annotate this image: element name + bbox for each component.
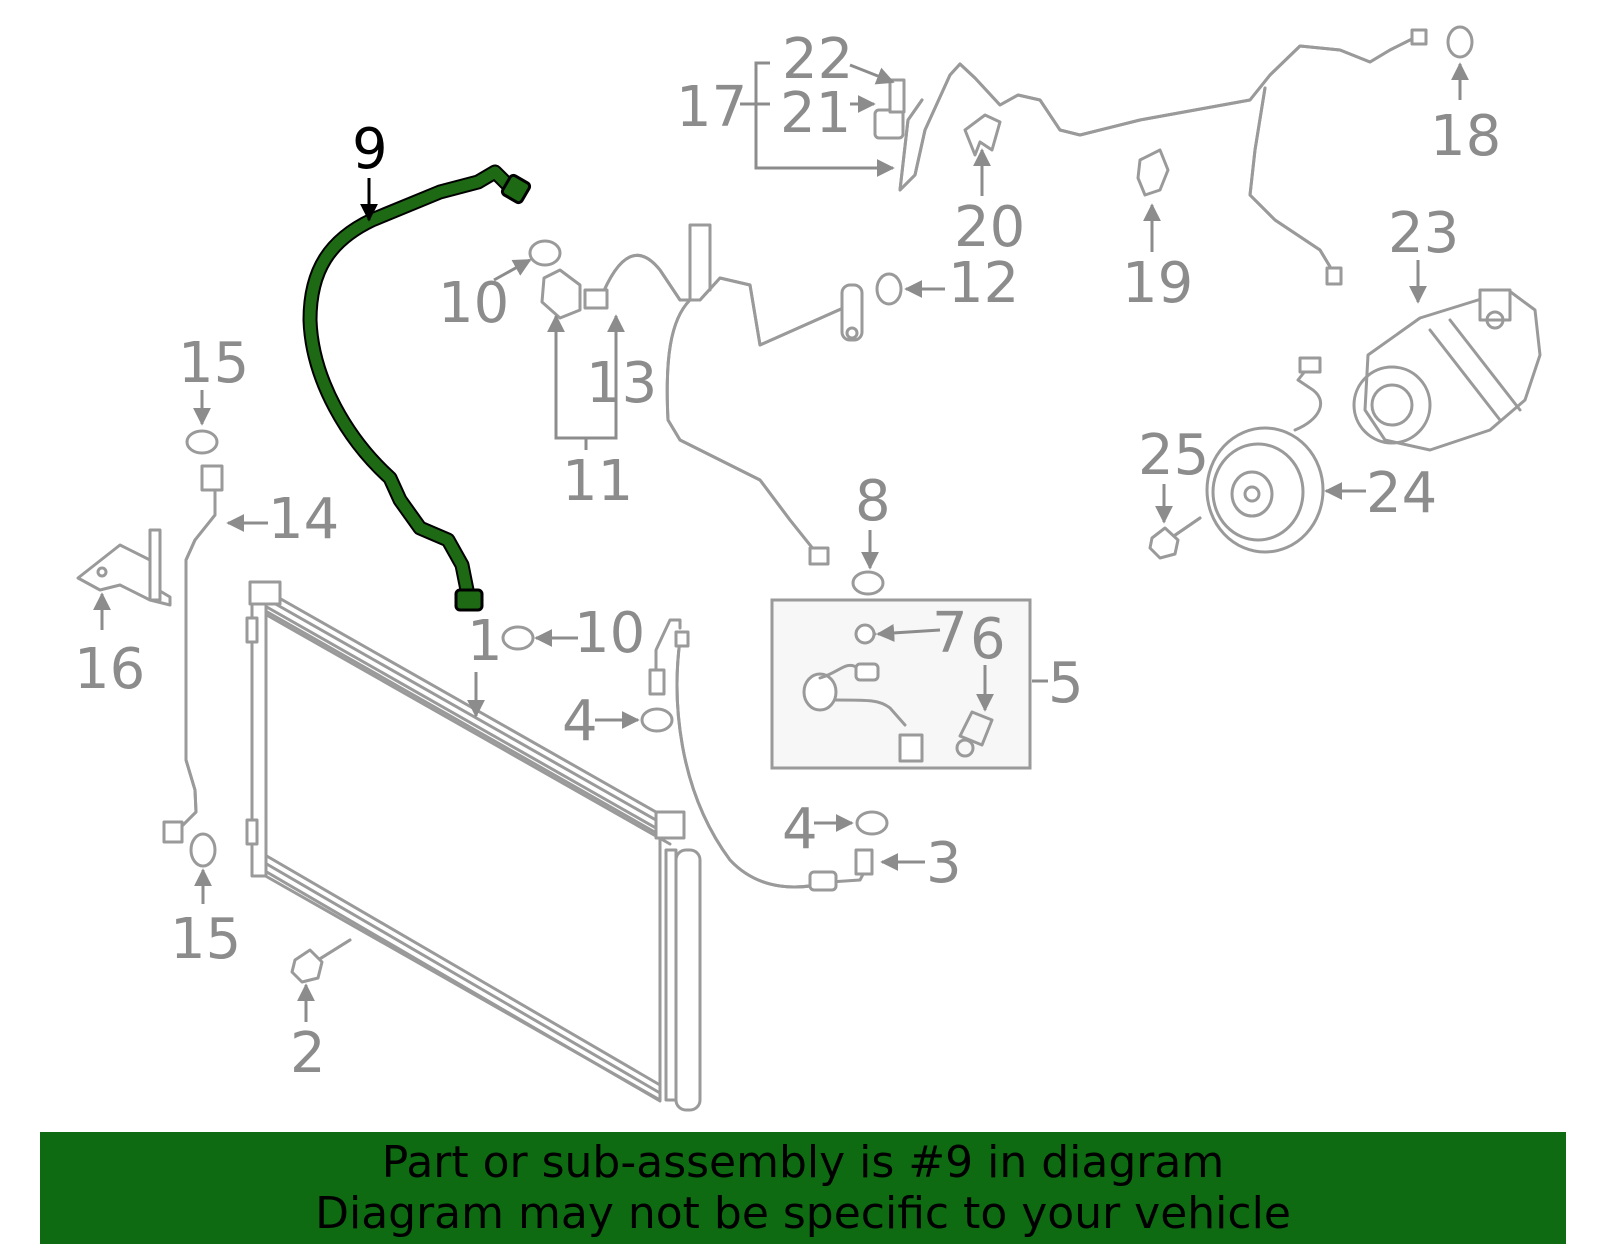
- callout-16: 16: [74, 637, 145, 702]
- bracket-16: [76, 528, 172, 607]
- callout-4b: 4: [782, 797, 818, 862]
- callout-17: 17: [676, 75, 747, 140]
- callout-14: 14: [268, 487, 339, 552]
- o-ring-10a: [528, 239, 562, 267]
- callout-5: 5: [1048, 651, 1084, 716]
- o-ring-18: [1446, 25, 1474, 59]
- pipe-14: [162, 464, 224, 844]
- o-ring-4a: [640, 707, 674, 733]
- info-banner: Part or sub-assembly is #9 in diagram Di…: [40, 1132, 1566, 1244]
- suction-pipe-11: [540, 223, 864, 566]
- callout-6: 6: [970, 607, 1006, 672]
- callout-19: 19: [1122, 251, 1193, 316]
- discharge-hose-3: [648, 618, 874, 892]
- callout-9: 9: [352, 117, 388, 182]
- sensor-19: [1136, 148, 1170, 197]
- callout-22: 22: [782, 27, 853, 92]
- o-ring-4b: [855, 810, 889, 836]
- valve-21: [873, 78, 906, 140]
- callout-3: 3: [926, 831, 962, 896]
- banner-line-1: Part or sub-assembly is #9 in diagram: [381, 1137, 1225, 1188]
- bolt-2: [290, 938, 352, 984]
- o-ring-15a: [185, 429, 219, 455]
- callout-4a: 4: [562, 689, 598, 754]
- callout-10a: 10: [438, 271, 509, 336]
- callout-12: 12: [948, 251, 1019, 316]
- o-ring-8: [851, 570, 885, 596]
- liquid-pipe-17: [898, 28, 1428, 286]
- banner-line-2: Diagram may not be specific to your vehi…: [315, 1188, 1291, 1239]
- callout-24: 24: [1366, 461, 1437, 526]
- receiver-drier-box: [770, 598, 1032, 770]
- callout-labels: 1 2 3 4 4 5 6 7 8 9 10 10 11 12 13 14 15…: [74, 27, 1501, 1086]
- o-ring-12: [875, 272, 903, 306]
- condenser: [245, 580, 702, 1112]
- callout-7: 7: [932, 601, 968, 666]
- callout-18: 18: [1430, 104, 1501, 169]
- callout-11: 11: [562, 449, 633, 514]
- callout-2: 2: [290, 1021, 326, 1086]
- callout-1: 1: [467, 609, 503, 674]
- callout-21: 21: [780, 81, 851, 146]
- callout-15a: 15: [178, 331, 249, 396]
- bolt-25: [1148, 516, 1202, 560]
- clutch-24: [1205, 356, 1325, 554]
- callout-13: 13: [586, 351, 657, 416]
- callout-20: 20: [954, 195, 1025, 260]
- callout-23: 23: [1388, 201, 1459, 266]
- compressor-23: [1352, 288, 1542, 452]
- callout-8: 8: [855, 469, 891, 534]
- callout-10b: 10: [574, 601, 645, 666]
- o-ring-15b: [189, 832, 217, 868]
- callout-25: 25: [1138, 423, 1209, 488]
- o-ring-10b: [501, 625, 535, 651]
- callout-15b: 15: [170, 907, 241, 972]
- leader-lines: [93, 61, 1469, 1022]
- highlighted-hose-9: [302, 164, 532, 612]
- clip-20: [963, 113, 1002, 157]
